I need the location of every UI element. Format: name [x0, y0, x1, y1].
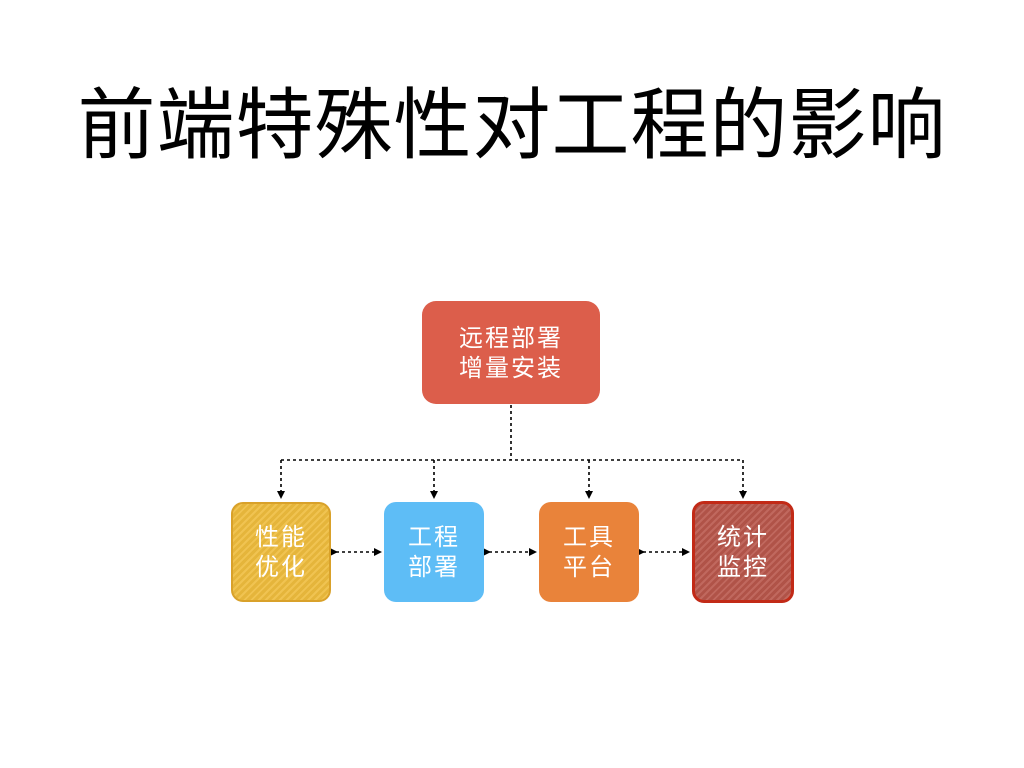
node-engineering-deployment: 工程 部署	[384, 502, 484, 602]
slide-title: 前端特殊性对工程的影响	[77, 81, 947, 171]
node-performance-optimization-label: 性能 优化	[255, 523, 307, 581]
node-statistics-monitoring-label: 统计 监控	[717, 523, 769, 581]
node-statistics-monitoring: 统计 监控	[692, 501, 794, 603]
root-node-label: 远程部署 增量安装	[459, 323, 563, 382]
node-engineering-deployment-label: 工程 部署	[408, 523, 460, 581]
node-tool-platform: 工具 平台	[539, 502, 639, 602]
root-node: 远程部署 增量安装	[422, 301, 600, 404]
node-performance-optimization: 性能 优化	[231, 502, 331, 602]
node-tool-platform-label: 工具 平台	[563, 523, 615, 581]
